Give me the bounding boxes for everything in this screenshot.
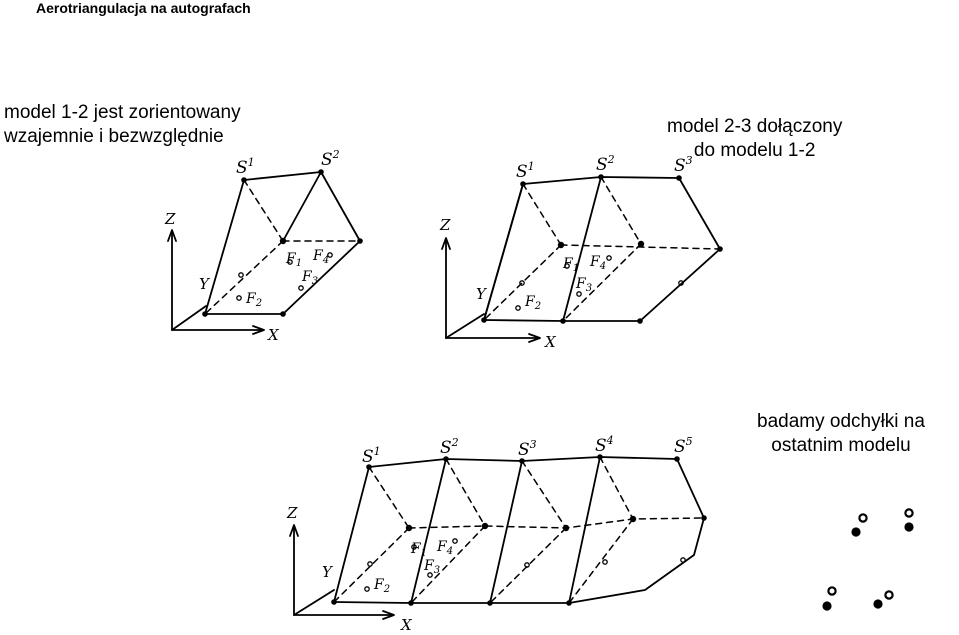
label-s3: S3 bbox=[674, 154, 693, 176]
label-s1: S1 bbox=[516, 160, 535, 182]
vertices bbox=[331, 454, 707, 606]
reference-point-marker bbox=[904, 522, 914, 532]
label-f2: F2 bbox=[245, 291, 262, 309]
page-title: Aerotriangulacja na autografach bbox=[36, 0, 251, 16]
model-edges bbox=[483, 176, 721, 322]
label-s2: S2 bbox=[440, 436, 459, 458]
label-f3: F3 bbox=[575, 276, 592, 294]
diagram-model-2-3 bbox=[441, 174, 723, 343]
label-f4: F4 bbox=[312, 248, 329, 266]
label-y: Y bbox=[322, 563, 334, 581]
label-s4: S4 bbox=[595, 434, 614, 456]
observed-point-marker bbox=[904, 508, 914, 518]
tie-points bbox=[236, 252, 333, 301]
observed-point-marker bbox=[827, 586, 837, 596]
label-f4: F4 bbox=[436, 539, 453, 557]
label-s5: S5 bbox=[674, 435, 693, 457]
axes bbox=[167, 229, 265, 335]
label-f1: F1 bbox=[562, 256, 579, 274]
caption-line: ostatnim modelu bbox=[771, 435, 911, 456]
axes bbox=[289, 524, 395, 620]
label-s1: S1 bbox=[362, 445, 381, 467]
hidden-edges bbox=[204, 179, 361, 315]
axes bbox=[441, 237, 541, 343]
diagram-model-strip bbox=[289, 454, 707, 620]
hidden-edges bbox=[333, 456, 705, 604]
label-x: X bbox=[267, 326, 280, 344]
reference-point-marker bbox=[873, 599, 883, 609]
vertices bbox=[202, 169, 363, 317]
caption-line: do modelu 1-2 bbox=[693, 140, 816, 161]
label-f1: F1 bbox=[410, 541, 427, 559]
label-f2: F2 bbox=[524, 294, 541, 312]
label-z: Z bbox=[439, 216, 451, 234]
caption-model-1-2: model 1-2 jest zorientowany wzajemnie i … bbox=[4, 101, 241, 149]
diagram-model-1-2 bbox=[167, 169, 363, 335]
tie-points bbox=[364, 538, 686, 592]
deviation-markers bbox=[822, 508, 914, 611]
caption-line: model 2-3 dołączony bbox=[667, 116, 843, 137]
caption-line: badamy odchyłki na bbox=[757, 411, 925, 432]
tie-points bbox=[515, 255, 684, 311]
label-s3: S3 bbox=[518, 438, 537, 460]
label-s1: S1 bbox=[236, 156, 255, 178]
caption-model-2-3: model 2-3 dołączony do modelu 1-2 bbox=[667, 115, 842, 163]
caption-line: model 1-2 jest zorientowany bbox=[4, 102, 241, 123]
label-z: Z bbox=[164, 210, 176, 228]
label-f3: F3 bbox=[423, 558, 440, 576]
reference-point-marker bbox=[851, 527, 861, 537]
label-f4: F4 bbox=[589, 254, 606, 272]
label-z: Z bbox=[286, 504, 298, 522]
label-x: X bbox=[400, 616, 413, 634]
label-f3: F3 bbox=[301, 269, 318, 287]
hidden-edges bbox=[483, 176, 721, 322]
caption-last-model: badamy odchyłki na ostatnim modelu bbox=[757, 410, 925, 458]
observed-point-marker bbox=[884, 590, 894, 600]
label-f1: F1 bbox=[285, 251, 302, 269]
reference-point-marker bbox=[822, 601, 832, 611]
caption-line: wzajemnie i bezwzględnie bbox=[4, 126, 224, 147]
diagram-labels: S1 S2 Z Y X F1 F4 F3 F2 S1 S2 S3 Z Y X F… bbox=[164, 148, 693, 634]
model-edges bbox=[333, 456, 705, 604]
label-y: Y bbox=[199, 275, 211, 293]
label-f2: F2 bbox=[373, 577, 390, 595]
label-x: X bbox=[544, 333, 557, 351]
model-edges bbox=[204, 171, 361, 315]
label-y: Y bbox=[476, 285, 488, 303]
vertices bbox=[481, 174, 723, 324]
observed-point-marker bbox=[858, 513, 868, 523]
label-s2: S2 bbox=[321, 148, 340, 170]
label-s2: S2 bbox=[596, 153, 615, 175]
